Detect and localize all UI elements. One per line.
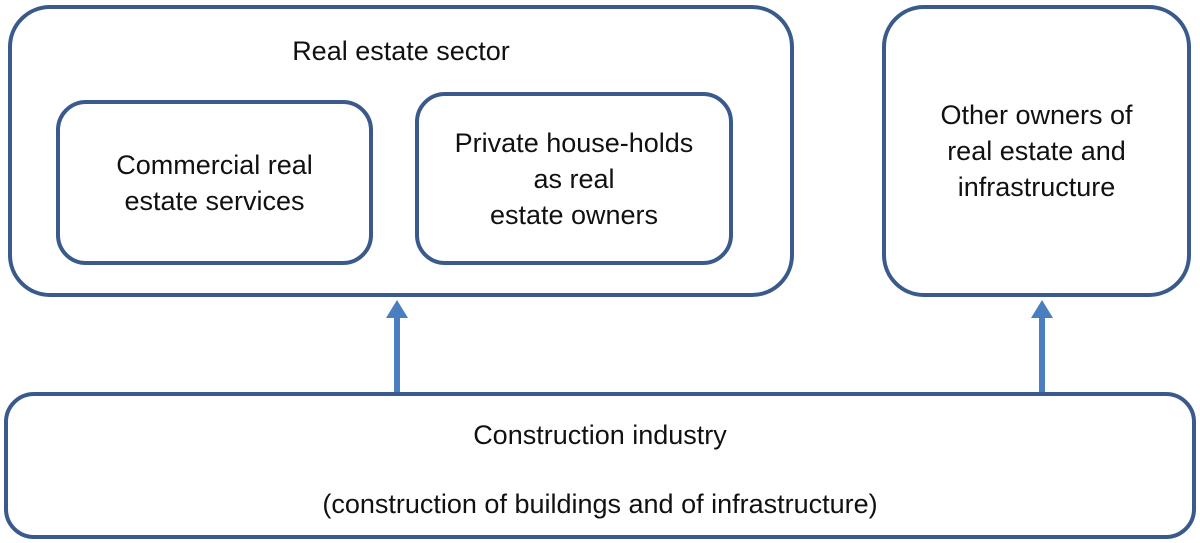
real-estate-sector-title: Real estate sector xyxy=(292,36,510,66)
private-line-1: Private house-holds xyxy=(454,127,694,158)
commercial-line-2: estate services xyxy=(124,185,305,216)
construction-industry-title: Construction industry xyxy=(473,420,727,450)
commercial-real-estate-box: Commercial real estate services xyxy=(56,100,373,265)
other-owners-line-2: real estate and xyxy=(947,136,1126,166)
other-owners-box: Other owners of real estate and infrastr… xyxy=(882,5,1191,297)
other-owners-line-3: infrastructure xyxy=(957,172,1116,202)
arrow-to-real-estate-sector xyxy=(386,300,408,392)
private-line-2: as real xyxy=(533,163,615,194)
private-line-3: estate owners xyxy=(489,199,659,230)
private-households-box: Private house-holds as real estate owner… xyxy=(415,92,733,265)
arrow-to-other-owners xyxy=(1031,300,1053,392)
other-owners-line-1: Other owners of xyxy=(940,100,1133,130)
construction-industry-box xyxy=(4,392,1196,539)
commercial-line-1: Commercial real xyxy=(116,149,313,180)
construction-industry-subtitle: (construction of buildings and of infras… xyxy=(322,489,878,519)
